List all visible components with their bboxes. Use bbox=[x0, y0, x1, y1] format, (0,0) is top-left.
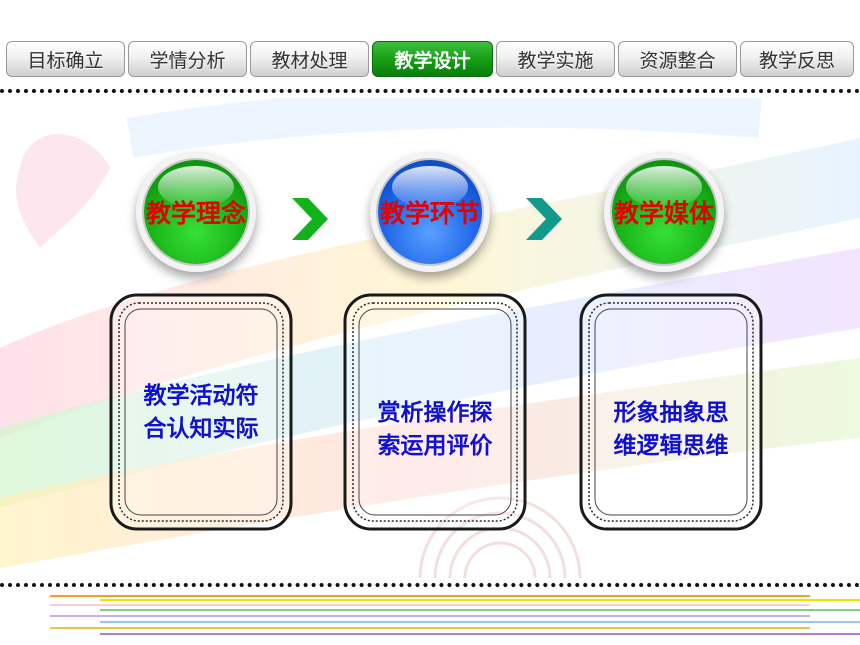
step-ball-concept[interactable]: 教学理念 bbox=[136, 152, 256, 272]
tab-resources[interactable]: 资源整合 bbox=[618, 41, 737, 77]
card-line: 教学活动符 bbox=[143, 382, 259, 409]
step-card-media: 形象抽象思 维逻辑思维 bbox=[578, 292, 764, 532]
step-title: 教学媒体 bbox=[613, 199, 714, 228]
chevron-right-icon bbox=[292, 198, 328, 240]
tab-learner-analysis[interactable]: 学情分析 bbox=[128, 41, 247, 77]
tab-material[interactable]: 教材处理 bbox=[250, 41, 369, 77]
step-title: 教学环节 bbox=[379, 199, 480, 228]
tab-teaching-design[interactable]: 教学设计 bbox=[372, 41, 493, 77]
card-line: 索运用评价 bbox=[377, 432, 493, 459]
step-ball-media[interactable]: 教学媒体 bbox=[604, 152, 724, 272]
card-line: 形象抽象思 bbox=[613, 399, 729, 426]
nav-tab-bar: 目标确立 学情分析 教材处理 教学设计 教学实施 资源整合 教学反思 bbox=[6, 41, 854, 79]
chevron-right-icon bbox=[526, 198, 562, 240]
card-line: 合认知实际 bbox=[143, 415, 259, 442]
top-dotted-divider bbox=[0, 89, 860, 93]
footer-stripes bbox=[50, 595, 860, 635]
step-ball-process[interactable]: 教学环节 bbox=[370, 152, 490, 272]
step-title: 教学理念 bbox=[145, 199, 246, 228]
tab-implementation[interactable]: 教学实施 bbox=[496, 41, 615, 77]
step-card-concept: 教学活动符 合认知实际 bbox=[108, 292, 294, 532]
tab-reflection[interactable]: 教学反思 bbox=[740, 41, 854, 77]
card-line: 维逻辑思维 bbox=[613, 432, 729, 459]
card-line: 赏析操作探 bbox=[377, 399, 493, 426]
step-card-process: 赏析操作探 索运用评价 bbox=[342, 292, 528, 532]
tab-goal[interactable]: 目标确立 bbox=[6, 41, 125, 77]
bottom-dotted-divider bbox=[0, 583, 860, 587]
